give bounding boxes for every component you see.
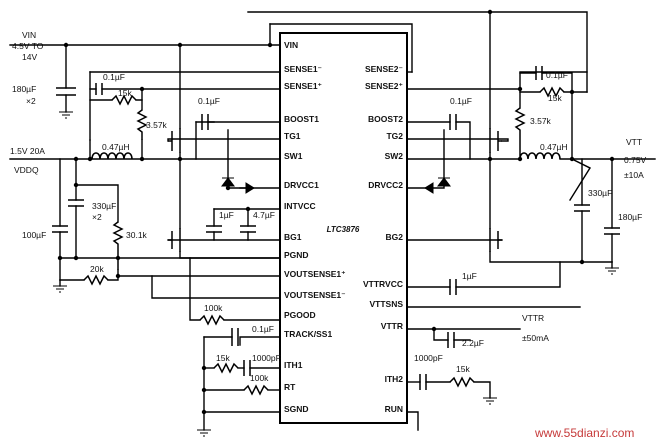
ic-part-number: LTC3876 <box>327 225 360 234</box>
pin-boost1: BOOST1 <box>284 114 319 124</box>
pin-voutsense1-plus: VOUTSENSE1⁺ <box>284 269 346 279</box>
ch1-power-stage: 1.5V 20A VDDQ 0.47µH 0.1µF <box>9 42 281 259</box>
out2-cap-b-value: 180µF <box>618 212 642 222</box>
vtt-label: VTT <box>626 137 642 147</box>
ch1-control-network: 100k 0.1µF 15k 1000pF 100k <box>189 257 281 437</box>
sense2-res2-value: 3.57k <box>530 116 552 126</box>
ith2-cap-value: 1000pF <box>414 353 443 363</box>
pin-ith2: ITH2 <box>385 374 404 384</box>
sense1-res2-value: 3.57k <box>146 120 168 130</box>
vin-range-label: 4.5V TO <box>12 41 44 51</box>
rt-res-value: 100k <box>250 373 269 383</box>
fb1-res-bot-value: 20k <box>90 264 104 274</box>
pin-boost2: BOOST2 <box>368 114 403 124</box>
vddq-voltage-label: 1.5V 20A <box>10 146 45 156</box>
ith1-res-value: 15k <box>216 353 230 363</box>
pin-track-ss1: TRACK/SS1 <box>284 329 332 339</box>
ch2-power-stage: 0.47µH 0.1µF <box>406 9 656 263</box>
fb1-res-top-value: 30.1k <box>126 230 148 240</box>
pin-sw2: SW2 <box>385 151 404 161</box>
drvcc1-diode <box>221 129 281 194</box>
vttr-label: VTTR <box>522 313 544 323</box>
pin-bg1: BG1 <box>284 232 302 242</box>
pin-sense2-minus: SENSE2⁻ <box>365 64 403 74</box>
vtt-voltage-label: 0.75V <box>624 155 647 165</box>
pin-vttr: VTTR <box>381 321 403 331</box>
vddq-label: VDDQ <box>14 165 39 175</box>
out1-cap-a-value: 330µF <box>92 201 116 211</box>
out1-cap-b-value: 100µF <box>22 230 46 240</box>
ltc3876-ic: LTC3876 VIN SENSE1⁻ SENSE1⁺ BOOST1 TG1 S… <box>279 32 408 424</box>
pin-drvcc1: DRVCC1 <box>284 180 319 190</box>
sense1-cap-value: 0.1µF <box>103 72 125 82</box>
vttr-section: 1µF VTTR ±50mA 2.2µF <box>406 261 581 348</box>
pin-vin: VIN <box>284 40 298 50</box>
pgood-res-value: 100k <box>204 303 223 313</box>
vttrvcc-cap-value: 1µF <box>462 271 477 281</box>
vin-cap-value: 180µF <box>12 84 36 94</box>
pin-sgnd: SGND <box>284 404 309 414</box>
pin-sense1-plus: SENSE1⁺ <box>284 81 322 91</box>
pin-tg2: TG2 <box>386 131 403 141</box>
ch2-control-network: 1000pF 15k <box>406 353 497 431</box>
out1-cap-a-count: ×2 <box>92 212 102 222</box>
pin-pgnd: PGND <box>284 250 309 260</box>
sense1-res-value: 15k <box>118 88 132 98</box>
sense2-network: 0.1µF 15k 3.57k <box>406 66 588 160</box>
watermark: www.55dianzi.com <box>534 426 634 440</box>
ch1-output-network: 100µF 330µF ×2 30.1k 20k <box>22 158 281 299</box>
pin-run: RUN <box>385 404 403 414</box>
track-cap-value: 0.1µF <box>252 324 274 334</box>
vttr-current-label: ±50mA <box>522 333 549 343</box>
ith1-cap-value: 1000pF <box>252 353 281 363</box>
intvcc-cap2-value: 4.7µF <box>253 210 275 220</box>
pin-voutsense1-minus: VOUTSENSE1⁻ <box>284 290 346 300</box>
pin-tg1: TG1 <box>284 131 301 141</box>
pin-bg2: BG2 <box>386 232 404 242</box>
boost2-cap-value: 0.1µF <box>450 96 472 106</box>
pin-sw1: SW1 <box>284 151 303 161</box>
ith2-res-value: 15k <box>456 364 470 374</box>
sense1-network: 0.1µF 15k 3.57k <box>89 71 281 141</box>
vtt-current-label: ±10A <box>624 170 644 180</box>
pin-sense2-plus: SENSE2⁺ <box>365 81 403 91</box>
inductor2-value: 0.47µH <box>540 142 568 152</box>
intvcc-cap1-value: 1µF <box>219 210 234 220</box>
inductor1-value: 0.47µH <box>102 142 130 152</box>
boost1-cap-value: 0.1µF <box>198 96 220 106</box>
out2-cap-a-value: 330µF <box>588 188 612 198</box>
pin-sense1-minus: SENSE1⁻ <box>284 64 322 74</box>
vin-label: VIN <box>22 30 36 40</box>
pin-rt: RT <box>284 382 296 392</box>
pin-drvcc2: DRVCC2 <box>368 180 403 190</box>
sense2-cap-value: 0.1µF <box>546 70 568 80</box>
pin-intvcc: INTVCC <box>284 201 316 211</box>
ch2-output-network: VTT 0.75V ±10A 330µF 180µF <box>569 137 647 275</box>
pin-pgood: PGOOD <box>284 310 316 320</box>
pin-vttrvcc: VTTRVCC <box>363 279 403 289</box>
vin-section: VIN 4.5V TO 14V 180µF ×2 <box>9 30 271 119</box>
pin-vttsns: VTTSNS <box>369 299 403 309</box>
sense2-res-value: 15k <box>548 93 562 103</box>
intvcc-caps: 1µF 4.7µF <box>206 206 281 241</box>
vin-range-label-2: 14V <box>22 52 37 62</box>
vttr-cap-value: 2.2µF <box>462 338 484 348</box>
vin-cap-count: ×2 <box>26 96 36 106</box>
pin-ith1: ITH1 <box>284 360 303 370</box>
